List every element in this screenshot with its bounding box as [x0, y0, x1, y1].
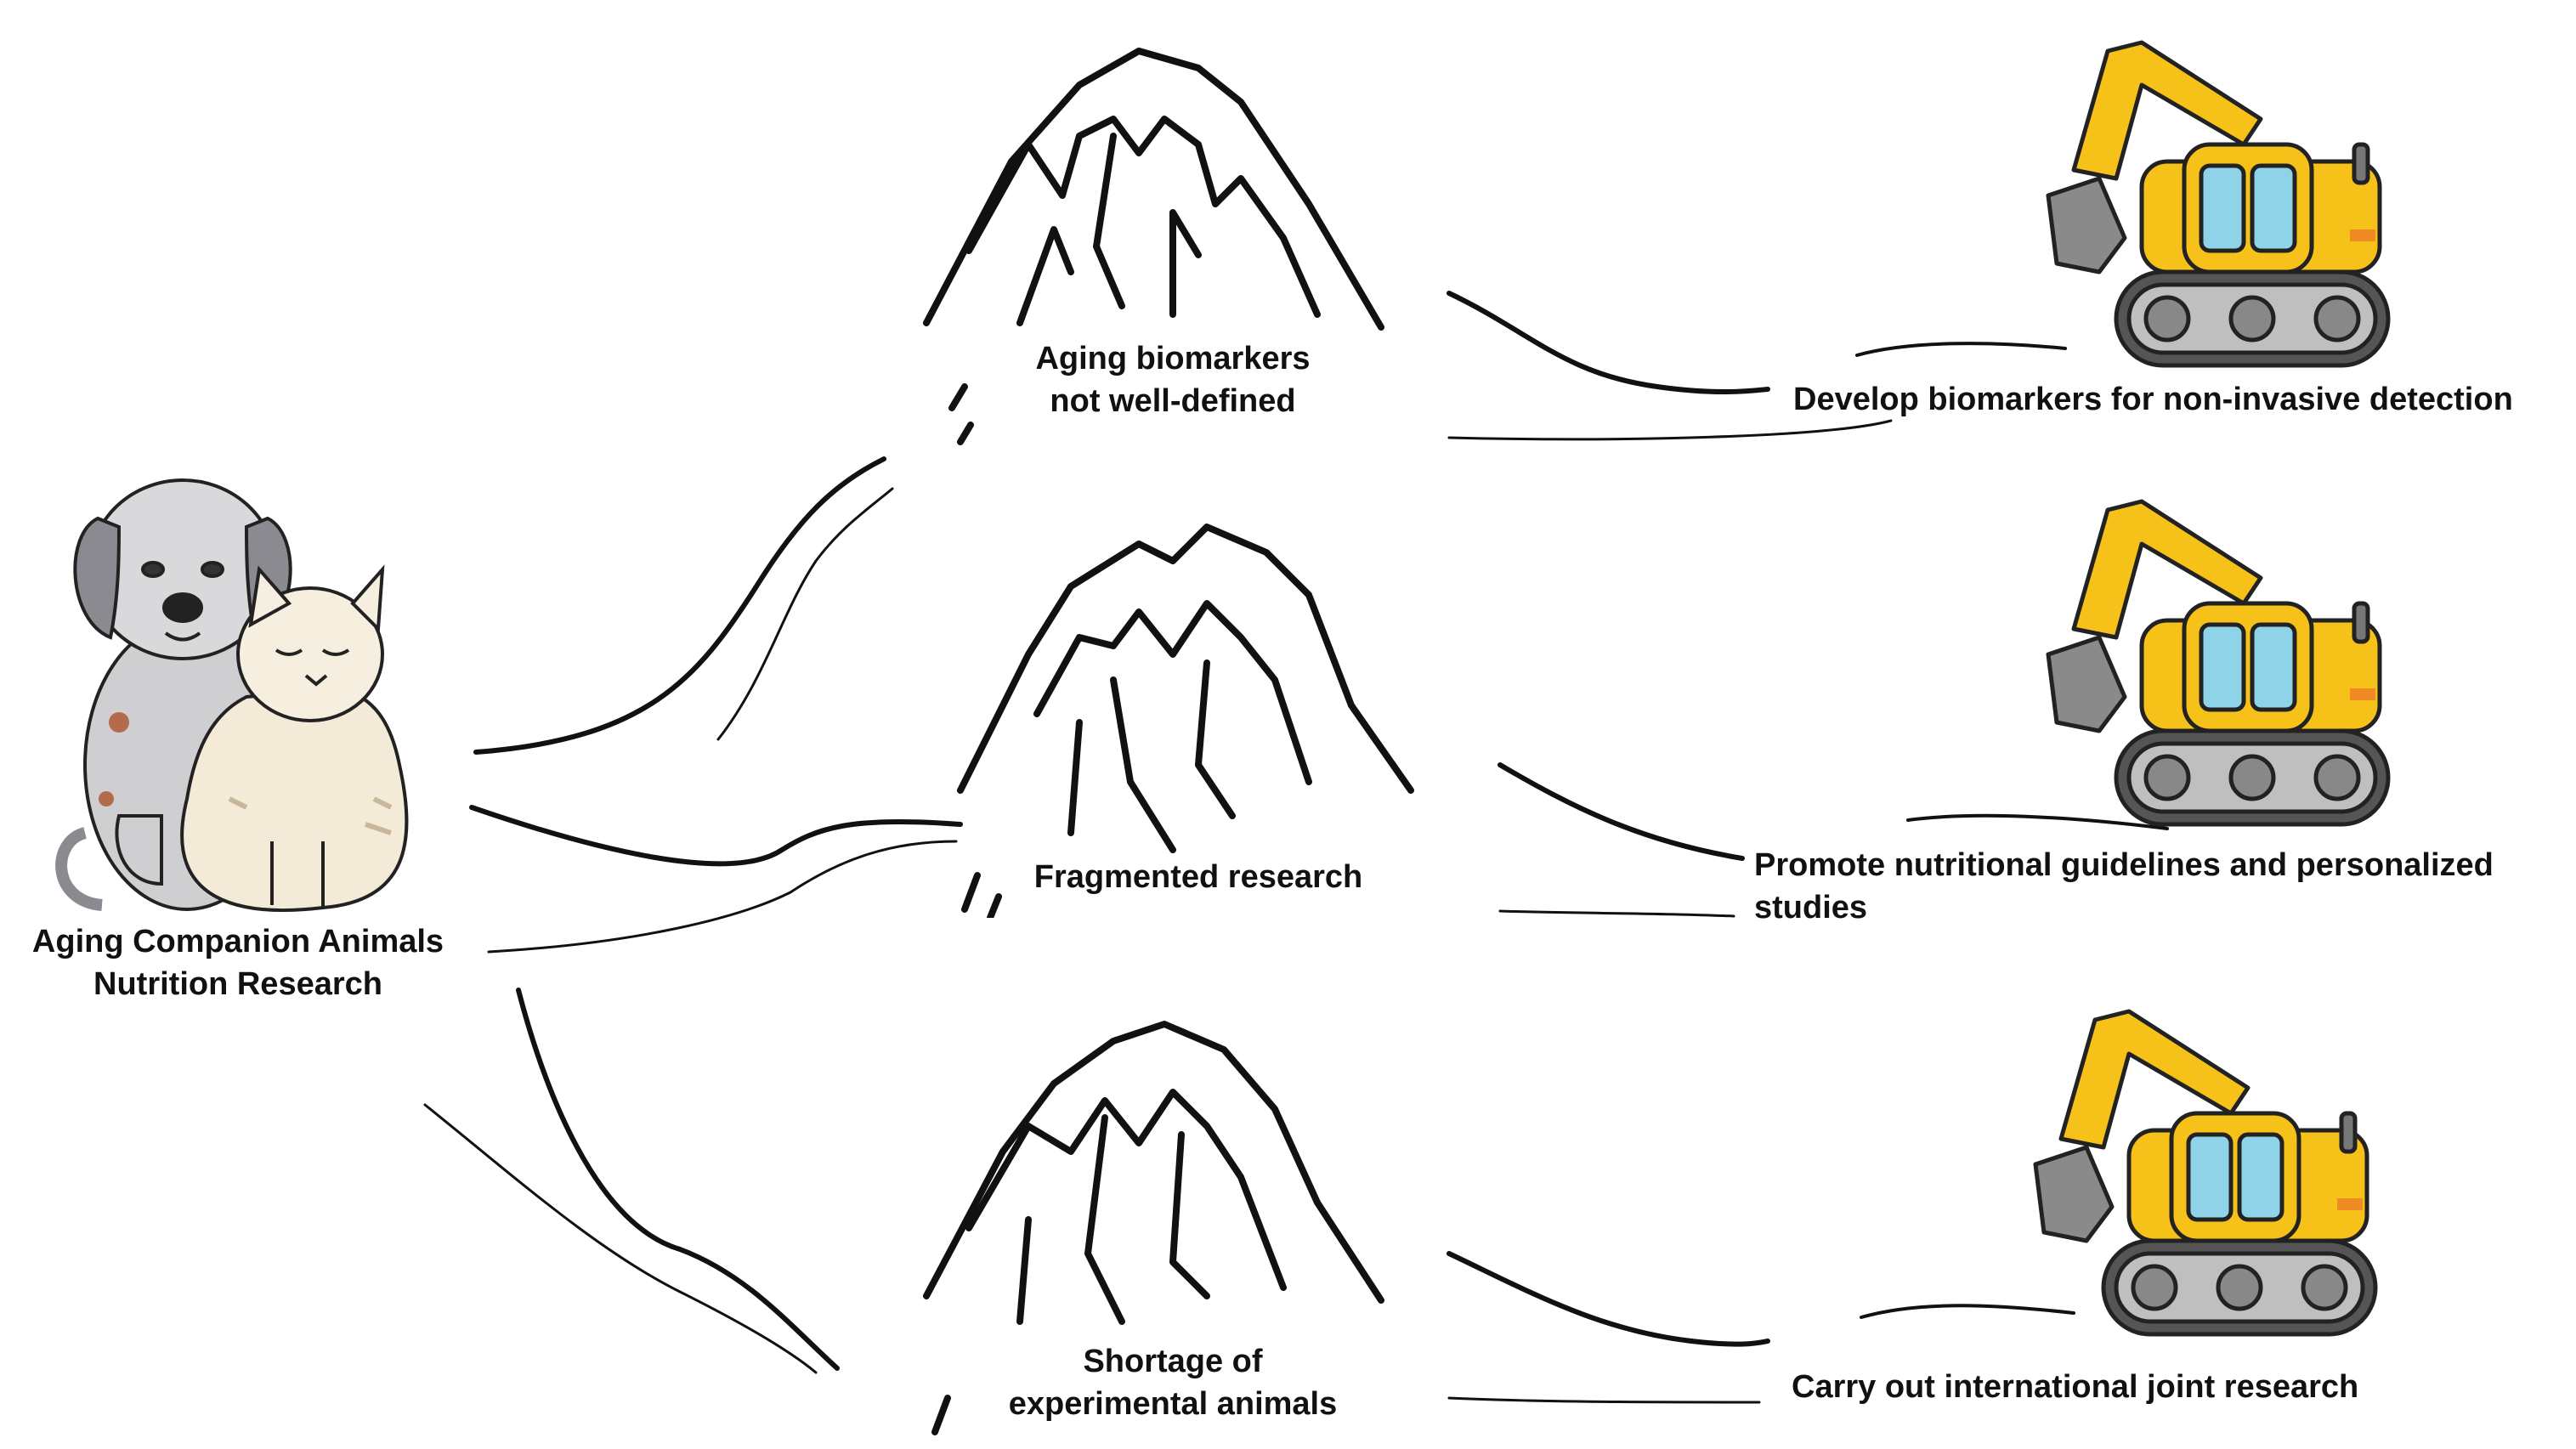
challenge-1-label: Aging biomarkers not well-defined: [960, 337, 1385, 422]
solution-2-label-line-1: Promote nutritional guidelines and perso…: [1754, 847, 2494, 883]
challenge-2-mountain-icon: [957, 524, 1414, 918]
connector-root-to-challenge-1: [473, 456, 886, 755]
connector-challenge-1-to-solution-1: [1447, 291, 1770, 394]
challenge-1-label-line-1: Aging biomarkers: [1035, 341, 1311, 376]
challenge-2-label-line-1: Fragmented research: [1033, 859, 1363, 895]
solution-2-excavator-icon: [2046, 499, 2391, 827]
solution-2-label: Promote nutritional guidelines and perso…: [1754, 844, 2494, 929]
solution-3-excavator-icon: [2033, 1009, 2378, 1337]
solution-3-label-line-1: Carry out international joint research: [1792, 1369, 2359, 1405]
connector-root-to-challenge-3-b: [423, 1103, 818, 1374]
connector-challenge-2-to-solution-2-b: [1498, 909, 1735, 918]
connector-challenge-1-to-solution-1-b: [1447, 419, 1893, 441]
challenge-3-mountain-icon: [923, 1021, 1384, 1435]
connector-challenge-2-to-solution-2: [1497, 762, 1745, 861]
root-label-line-1: Aging Companion Animals: [31, 924, 444, 959]
root-label-line-2: Nutrition Research: [93, 966, 382, 1002]
solution-3-label: Carry out international joint research: [1792, 1366, 2358, 1408]
dog-and-cat-illustration: [55, 478, 409, 913]
solution-1-excavator-icon: [2046, 40, 2391, 368]
solution-1-label: Develop biomarkers for non-invasive dete…: [1793, 378, 2513, 421]
connector-ground-2: [1906, 813, 2169, 830]
challenge-3-label: Shortage of experimental animals: [960, 1340, 1385, 1425]
connector-root-to-challenge-2: [469, 805, 963, 867]
challenge-2-label: Fragmented research: [986, 856, 1411, 898]
connector-challenge-3-to-solution-3-b: [1447, 1396, 1761, 1404]
connector-ground-3: [1860, 1304, 2075, 1319]
connector-root-to-challenge-1-b: [716, 487, 894, 741]
connector-root-to-challenge-3: [516, 988, 840, 1371]
challenge-3-label-line-2: experimental animals: [1008, 1386, 1338, 1422]
cat-icon: [180, 564, 409, 913]
connector-challenge-3-to-solution-3: [1447, 1251, 1770, 1347]
solution-1-label-line-1: Develop biomarkers for non-invasive dete…: [1793, 382, 2513, 417]
connector-root-to-challenge-2-b: [487, 840, 958, 954]
solution-2-label-line-2: studies: [1754, 890, 1868, 925]
challenge-3-label-line-1: Shortage of: [1083, 1344, 1263, 1379]
challenge-1-mountain-icon: [923, 48, 1384, 445]
challenge-1-label-line-2: not well-defined: [1050, 383, 1296, 419]
connector-ground-1: [1855, 342, 2067, 357]
root-label: Aging Companion Animals Nutrition Resear…: [8, 920, 467, 1005]
